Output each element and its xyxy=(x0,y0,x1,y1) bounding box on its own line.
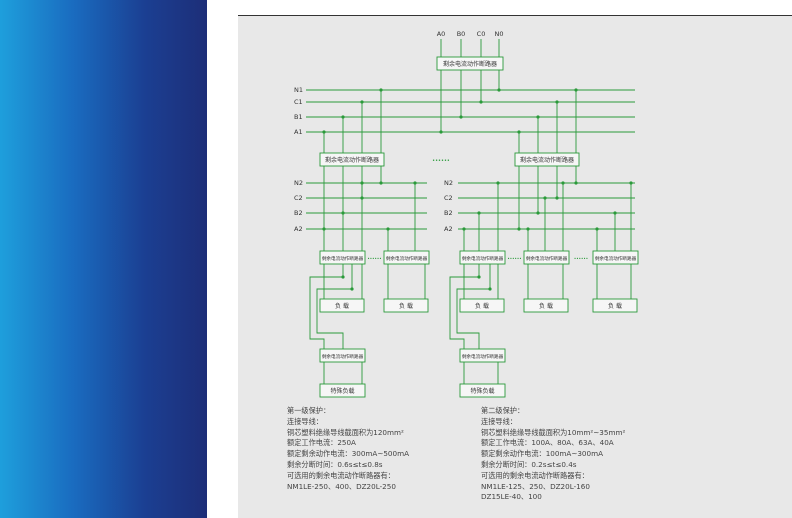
note-line: NM1LE-250、400、DZ20L-250 xyxy=(287,481,396,491)
small-breaker-4-label: 剩余电流动作断路器 xyxy=(526,255,568,262)
main-breaker-label: 剩余电流动作断路器 xyxy=(443,60,497,68)
diagram-panel xyxy=(238,15,792,518)
note-line: 连接导线： xyxy=(481,416,517,426)
second-level-notes: 第二级保护： 连接导线： 铜芯塑料绝缘导线截面积为10mm²~35mm² 额定工… xyxy=(481,406,625,503)
note-line: 连接导线： xyxy=(287,416,323,426)
terminal-n0: N0 xyxy=(495,30,504,38)
load-5-label: 负 载 xyxy=(608,302,622,310)
terminal-c0: C0 xyxy=(477,30,486,38)
bus-c1-label: C1 xyxy=(294,98,303,106)
note-line: 额定工作电流：250A xyxy=(287,438,356,448)
load-3-label: 负 载 xyxy=(475,302,489,310)
note-line: DZ15LE-40、100 xyxy=(481,492,542,502)
left-bus-a2-label: A2 xyxy=(294,225,303,233)
left-bus-n2-label: N2 xyxy=(294,179,303,187)
terminal-a0: A0 xyxy=(437,30,446,38)
first-level-notes: 第一级保护： 连接导线： 铜芯塑料绝缘导线截面积为120mm² 额定工作电流：2… xyxy=(287,406,409,492)
right-bus-a2-label: A2 xyxy=(444,225,453,233)
note-line: 铜芯塑料绝缘导线截面积为10mm²~35mm² xyxy=(481,427,626,437)
note-line: 可选用的剩余电流动作断路器有： xyxy=(481,470,589,480)
right-bus-b2-label: B2 xyxy=(444,209,453,217)
ellipsis-right-1: •••••• xyxy=(507,256,521,261)
load-4-label: 负 载 xyxy=(539,302,553,310)
note-line: 剩余分断时间：0.6s≤t≤0.8s xyxy=(287,459,383,469)
right-bus-c2-label: C2 xyxy=(444,194,453,202)
right-level2-breaker-label: 剩余电流动作断路器 xyxy=(520,156,574,164)
special-breaker-left-label: 剩余电流动作断路器 xyxy=(322,353,364,360)
note-line: 铜芯塑料绝缘导线截面积为120mm² xyxy=(287,427,404,437)
note-line: 可选用的剩余电流动作断路器有： xyxy=(287,470,395,480)
left-bus-b2-label: B2 xyxy=(294,209,303,217)
load-2-label: 负 载 xyxy=(399,302,413,310)
note-line: 剩余分断时间：0.2s≤t≤0.4s xyxy=(481,459,577,469)
load-1-label: 负 载 xyxy=(335,302,349,310)
special-load-left-label: 特殊负载 xyxy=(330,387,354,395)
left-bus-c2-label: C2 xyxy=(294,194,303,202)
note-line: 额定剩余动作电流：300mA~500mA xyxy=(287,449,409,459)
small-breaker-1-label: 剩余电流动作断路器 xyxy=(322,255,364,262)
small-breaker-5-label: 剩余电流动作断路器 xyxy=(595,255,637,262)
level2-ellipsis: •••••• xyxy=(432,158,450,164)
note-line: 第二级保护： xyxy=(481,406,525,415)
bus-b1-label: B1 xyxy=(294,113,303,121)
note-line: 额定工作电流：100A、80A、63A、40A xyxy=(481,438,614,448)
terminal-b0: B0 xyxy=(457,30,466,38)
bus-a1-label: A1 xyxy=(294,128,303,136)
top-divider xyxy=(238,15,792,16)
note-line: 额定剩余动作电流：100mA~300mA xyxy=(481,449,603,459)
small-breaker-3-label: 剩余电流动作断路器 xyxy=(462,255,504,262)
special-load-right-label: 特殊负载 xyxy=(470,387,494,395)
special-breaker-right-label: 剩余电流动作断路器 xyxy=(462,353,504,360)
sidebar-decoration xyxy=(0,0,207,518)
note-line: NM1LE-125、250、DZ20L-160 xyxy=(481,481,590,491)
bus-n1-label: N1 xyxy=(294,86,303,94)
ellipsis-left: •••••• xyxy=(367,256,381,261)
ellipsis-right-2: •••••• xyxy=(574,256,588,261)
small-breaker-2-label: 剩余电流动作断路器 xyxy=(386,255,428,262)
left-level2-breaker-label: 剩余电流动作断路器 xyxy=(325,156,379,164)
note-line: 第一级保护： xyxy=(287,406,331,415)
right-bus-n2-label: N2 xyxy=(444,179,453,187)
